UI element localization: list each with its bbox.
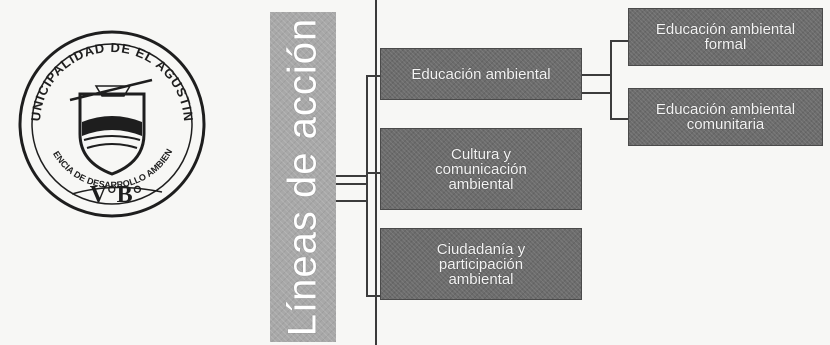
connector-child-2 xyxy=(610,118,628,120)
connector-child-1 xyxy=(610,40,628,42)
connector-root-upper xyxy=(336,175,366,177)
branch-box-ciudadania-participacion: Ciudadanía y participación ambiental xyxy=(380,228,582,300)
branch-label: Educación ambiental xyxy=(411,65,551,83)
bracket-stub-3 xyxy=(366,295,380,297)
municipal-seal-stamp: MUNICIPALIDAD DE EL AGUSTINO GERENCIA DE… xyxy=(12,22,206,218)
child-label: Educación ambiental comunitaria xyxy=(655,101,796,133)
vb-mark: V°B° xyxy=(90,182,143,208)
bracket-vertical-line xyxy=(366,75,368,297)
connector-branch1-out xyxy=(582,74,610,76)
connector-branch1-out-2 xyxy=(582,92,610,94)
root-node-lineas-de-accion: Líneas de acción xyxy=(270,12,336,342)
seal-top-text: MUNICIPALIDAD DE EL AGUSTINO xyxy=(12,22,195,123)
bracket-stub-1 xyxy=(366,75,380,77)
root-node-label: Líneas de acción xyxy=(280,17,325,337)
connector-root-mid xyxy=(336,183,366,185)
branch-label: Cultura y comunicación ambiental xyxy=(435,145,527,193)
shield-emblem-icon xyxy=(69,78,153,176)
child-box-educacion-comunitaria: Educación ambiental comunitaria xyxy=(628,88,823,146)
connector-root-lower xyxy=(336,200,366,202)
branch-box-cultura-comunicacion: Cultura y comunicación ambiental xyxy=(380,128,582,210)
child-label: Educación ambiental formal xyxy=(655,21,796,53)
connector-children-vertical xyxy=(610,40,612,120)
branch-box-educacion-ambiental: Educación ambiental xyxy=(380,48,582,100)
bracket-stub-2 xyxy=(366,172,380,174)
branch-label: Ciudadanía y participación ambiental xyxy=(436,240,526,288)
svg-text:MUNICIPALIDAD DE EL AGUSTINO: MUNICIPALIDAD DE EL AGUSTINO xyxy=(12,22,196,123)
child-box-educacion-formal: Educación ambiental formal xyxy=(628,8,823,66)
